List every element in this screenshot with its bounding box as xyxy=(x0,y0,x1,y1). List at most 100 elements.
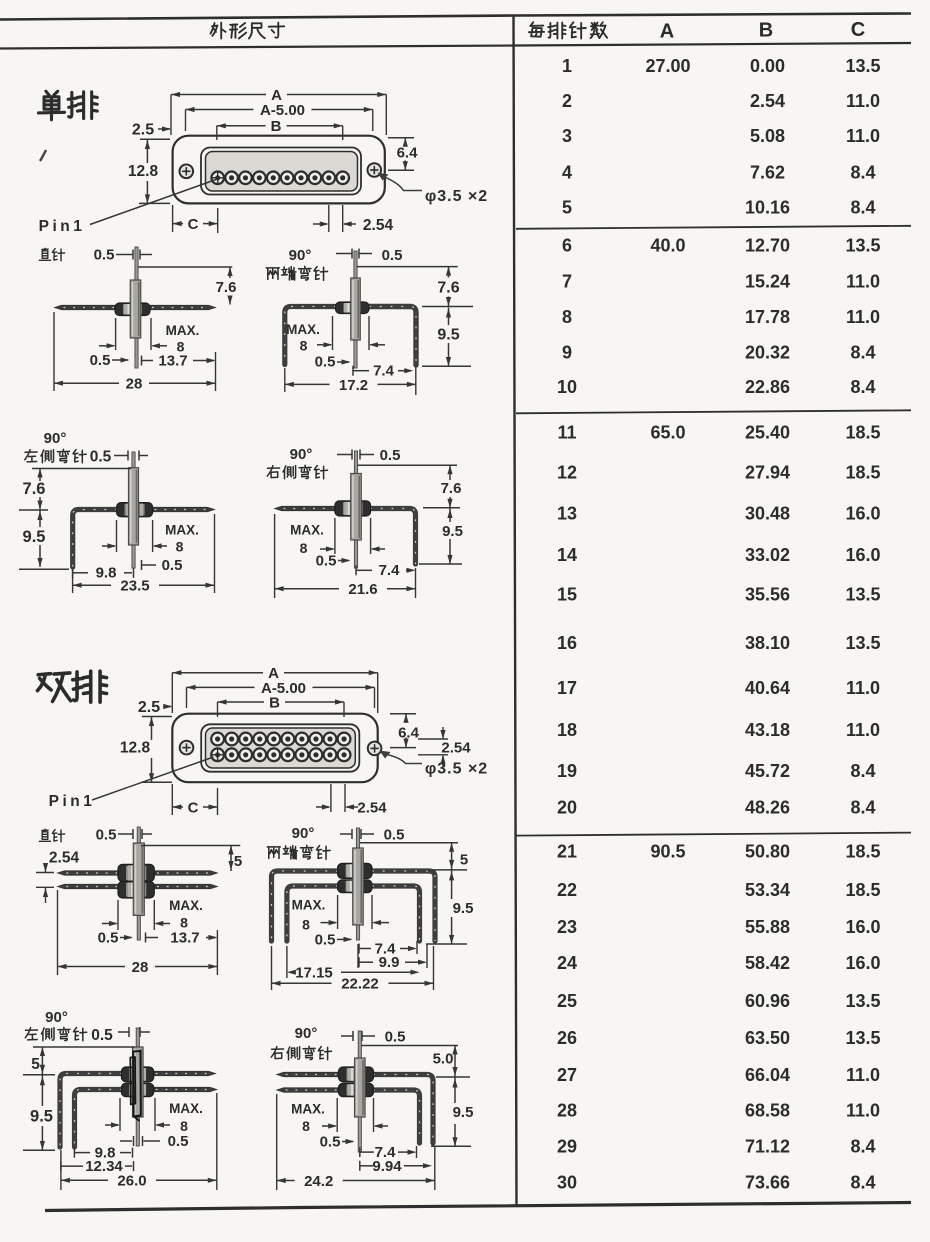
svg-text:66.04: 66.04 xyxy=(745,1065,790,1085)
svg-text:27.94: 27.94 xyxy=(745,462,790,482)
svg-text:71.12: 71.12 xyxy=(745,1137,790,1157)
svg-text:33.02: 33.02 xyxy=(745,545,790,565)
svg-text:8.4: 8.4 xyxy=(850,197,875,217)
svg-text:15.24: 15.24 xyxy=(745,271,790,291)
svg-text:24: 24 xyxy=(557,953,577,973)
svg-text:24.2: 24.2 xyxy=(304,1173,333,1190)
svg-text:5: 5 xyxy=(460,852,468,869)
svg-text:28: 28 xyxy=(126,376,143,393)
svg-text:0.5: 0.5 xyxy=(91,1027,113,1044)
svg-text:17.2: 17.2 xyxy=(339,377,368,394)
svg-text:2.54: 2.54 xyxy=(750,91,785,111)
svg-text:MAX.: MAX. xyxy=(291,1102,325,1117)
svg-text:MAX.: MAX. xyxy=(292,898,326,913)
svg-text:18.5: 18.5 xyxy=(845,422,880,442)
svg-text:B: B xyxy=(759,20,773,42)
svg-text:2.54: 2.54 xyxy=(363,217,394,234)
svg-text:13.7: 13.7 xyxy=(170,930,199,947)
svg-text:8: 8 xyxy=(177,339,185,355)
svg-text:8: 8 xyxy=(176,539,184,555)
svg-text:0.5: 0.5 xyxy=(90,352,111,369)
svg-text:8.4: 8.4 xyxy=(850,377,875,397)
svg-text:6.4: 6.4 xyxy=(397,145,419,162)
svg-text:7.62: 7.62 xyxy=(750,162,785,182)
svg-text:11.0: 11.0 xyxy=(846,307,880,327)
svg-text:8.4: 8.4 xyxy=(850,1137,875,1157)
svg-text:7.6: 7.6 xyxy=(441,480,462,497)
svg-text:35.56: 35.56 xyxy=(745,584,790,604)
svg-text:11.0: 11.0 xyxy=(846,720,880,740)
svg-text:8.4: 8.4 xyxy=(850,761,875,781)
svg-text:53.34: 53.34 xyxy=(745,880,790,900)
svg-text:16.0: 16.0 xyxy=(845,545,880,565)
svg-text:φ3.5 ×2: φ3.5 ×2 xyxy=(425,761,488,778)
svg-text:0.00: 0.00 xyxy=(750,56,785,76)
svg-text:C: C xyxy=(188,216,199,233)
svg-text:B: B xyxy=(269,694,280,711)
svg-text:2.54: 2.54 xyxy=(49,849,80,866)
svg-text:10.16: 10.16 xyxy=(745,197,790,217)
svg-text:90°: 90° xyxy=(45,1009,68,1026)
svg-text:48.26: 48.26 xyxy=(745,797,790,817)
svg-text:11.0: 11.0 xyxy=(846,91,880,111)
svg-text:5: 5 xyxy=(234,853,242,870)
svg-text:17.78: 17.78 xyxy=(745,307,790,327)
svg-text:A: A xyxy=(271,87,282,104)
svg-text:27: 27 xyxy=(557,1065,577,1085)
svg-text:13.5: 13.5 xyxy=(845,991,880,1011)
svg-text:13.7: 13.7 xyxy=(158,353,187,370)
svg-text:6: 6 xyxy=(562,235,572,255)
svg-text:28: 28 xyxy=(132,959,149,976)
svg-text:Pin1: Pin1 xyxy=(49,793,96,810)
svg-text:8.4: 8.4 xyxy=(850,342,875,362)
svg-text:0.5: 0.5 xyxy=(90,449,112,466)
svg-text:0.5: 0.5 xyxy=(94,247,115,264)
svg-text:7.6: 7.6 xyxy=(437,279,459,296)
svg-text:MAX.: MAX. xyxy=(169,1101,203,1116)
svg-text:55.88: 55.88 xyxy=(745,917,790,937)
svg-text:8: 8 xyxy=(300,540,308,556)
svg-text:50.80: 50.80 xyxy=(745,841,790,861)
svg-text:13: 13 xyxy=(557,503,577,523)
svg-text:90°: 90° xyxy=(295,1025,318,1042)
svg-text:21.6: 21.6 xyxy=(348,581,377,598)
svg-text:8.4: 8.4 xyxy=(850,797,875,817)
svg-text:9.5: 9.5 xyxy=(453,900,474,917)
svg-text:0.5: 0.5 xyxy=(385,1029,406,1046)
svg-text:28: 28 xyxy=(557,1101,577,1121)
svg-text:63.50: 63.50 xyxy=(745,1028,790,1048)
svg-text:C: C xyxy=(851,19,865,41)
svg-text:7.6: 7.6 xyxy=(216,279,237,296)
svg-text:38.10: 38.10 xyxy=(745,633,790,653)
svg-text:25: 25 xyxy=(557,991,577,1011)
svg-text:0.5: 0.5 xyxy=(380,447,401,464)
svg-text:90°: 90° xyxy=(290,446,313,463)
svg-text:16: 16 xyxy=(557,633,577,653)
svg-text:13.5: 13.5 xyxy=(845,235,880,255)
svg-text:8: 8 xyxy=(180,915,188,931)
svg-text:8: 8 xyxy=(562,307,572,327)
svg-text:14: 14 xyxy=(557,545,577,565)
svg-text:12: 12 xyxy=(557,462,577,482)
svg-text:3: 3 xyxy=(562,126,572,146)
svg-text:7: 7 xyxy=(562,271,572,291)
svg-text:0.5: 0.5 xyxy=(382,247,403,264)
svg-text:0.5: 0.5 xyxy=(384,827,405,844)
svg-text:22: 22 xyxy=(557,880,577,900)
svg-text:2.5: 2.5 xyxy=(138,699,160,716)
svg-text:23: 23 xyxy=(557,917,577,937)
svg-text:7.4: 7.4 xyxy=(375,1144,397,1161)
svg-text:13.5: 13.5 xyxy=(845,584,880,604)
svg-text:12.8: 12.8 xyxy=(120,740,151,757)
svg-text:5: 5 xyxy=(31,1056,40,1073)
svg-text:A-5.00: A-5.00 xyxy=(261,680,306,697)
svg-text:26.0: 26.0 xyxy=(117,1173,146,1190)
svg-text:0.5: 0.5 xyxy=(316,553,337,570)
svg-text:8.4: 8.4 xyxy=(850,1172,875,1192)
svg-text:25.40: 25.40 xyxy=(745,422,790,442)
svg-text:MAX.: MAX. xyxy=(165,523,199,538)
svg-text:0.5: 0.5 xyxy=(168,1133,189,1150)
svg-text:9.5: 9.5 xyxy=(453,1104,474,1121)
svg-text:22.22: 22.22 xyxy=(341,976,379,993)
svg-text:11.0: 11.0 xyxy=(846,271,880,291)
